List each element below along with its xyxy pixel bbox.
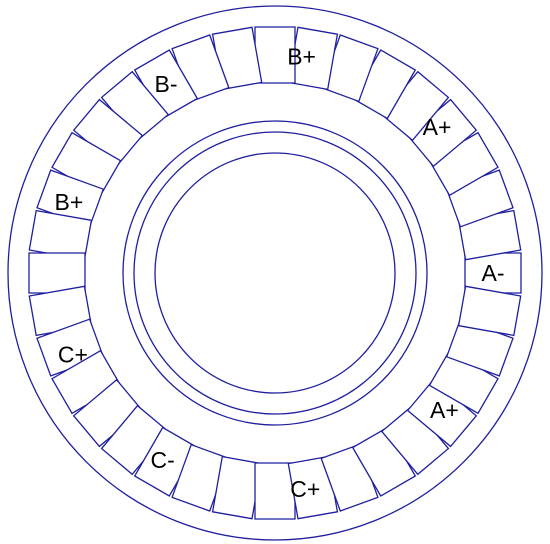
stator-outer-boundary	[7, 5, 543, 541]
stator-slot	[51, 349, 122, 415]
stator-slot	[287, 26, 339, 91]
phase-label: A-	[482, 260, 505, 286]
stator-slot	[406, 98, 478, 168]
phase-label: A+	[430, 397, 459, 423]
stator-slot	[28, 252, 86, 294]
stator-slot	[100, 404, 170, 476]
stator-slot	[254, 26, 296, 84]
stator-slot	[72, 378, 144, 448]
stator-slot	[100, 70, 170, 142]
stator-outer-circle	[7, 5, 543, 541]
stator-slots	[28, 26, 522, 520]
rotor-shaft-circle	[154, 152, 396, 394]
phase-label: C+	[290, 476, 320, 502]
phase-label: B+	[55, 189, 84, 215]
stator-slot	[445, 318, 514, 377]
stator-inner-boundary	[122, 120, 428, 426]
stator-slot	[287, 455, 339, 520]
stator-slot	[320, 34, 379, 103]
stator-slot	[254, 462, 296, 520]
stator-slot	[428, 131, 499, 197]
stator-slot	[36, 169, 105, 228]
stator-slot	[211, 455, 263, 520]
phase-labels: B+ A+ A- A+ C+ C- C+ B+ B-	[55, 44, 505, 502]
phase-label: C+	[58, 342, 88, 368]
stator-slot	[380, 404, 450, 476]
stator-slot	[133, 49, 199, 120]
phase-label: B-	[155, 71, 178, 97]
stator-slot	[28, 209, 93, 261]
stator-slot	[351, 49, 417, 120]
stator-slot	[72, 98, 144, 168]
stator-slot	[457, 209, 522, 261]
stator-slot	[28, 285, 93, 337]
phase-label: A+	[423, 114, 452, 140]
stator-slot	[133, 426, 199, 497]
stator-slot	[51, 131, 122, 197]
rotor-outer-circle	[133, 131, 417, 415]
stator-slot	[211, 26, 263, 91]
stator-slot	[406, 378, 478, 448]
stator-slot	[428, 349, 499, 415]
stator-slot	[351, 426, 417, 497]
stator-slot	[171, 443, 230, 512]
stator-bore-circle	[122, 120, 428, 426]
stator-slot	[457, 285, 522, 337]
rotor	[133, 131, 417, 415]
phase-label: B+	[287, 44, 316, 70]
stator-slot	[380, 70, 450, 142]
phase-label: C-	[151, 447, 175, 473]
